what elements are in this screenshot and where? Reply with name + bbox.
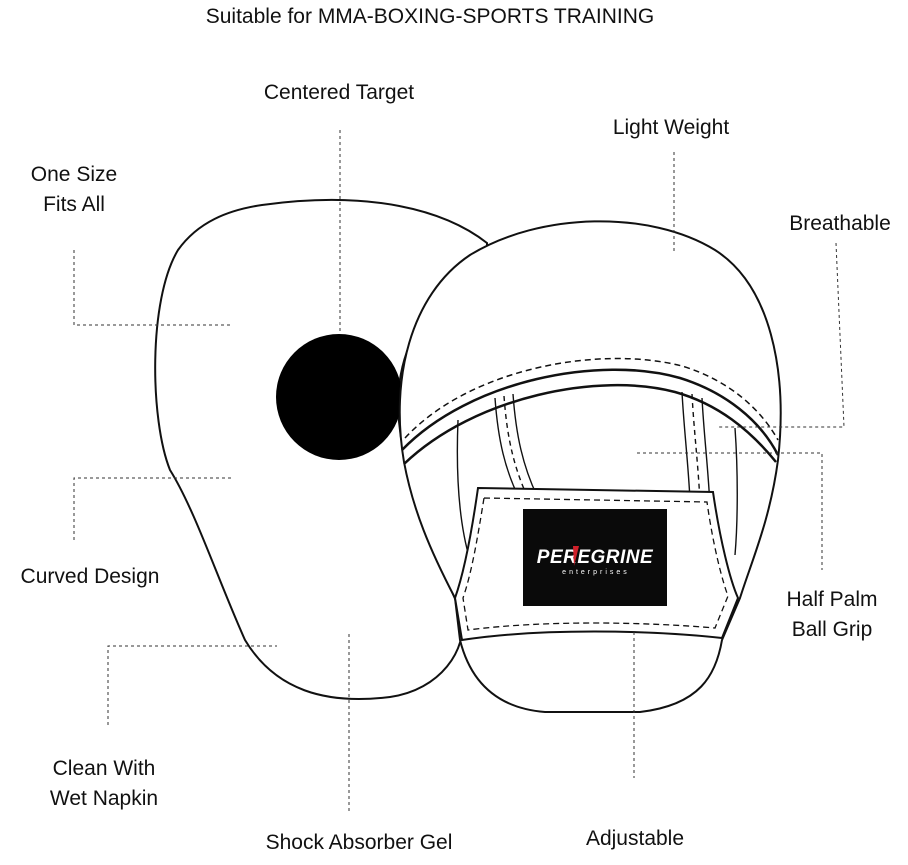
label-breathable: Breathable	[789, 212, 891, 235]
label-light-weight: Light Weight	[612, 116, 730, 139]
label-line: Wet Napkin	[49, 787, 159, 810]
label-half-palm-ball-grip: Half Palm Ball Grip	[752, 585, 908, 645]
logo-accent-mark	[573, 546, 579, 566]
label-line: Half Palm	[786, 588, 878, 611]
page-title: Suitable for MMA-BOXING-SPORTS TRAINING	[205, 5, 655, 28]
label-shock-absorber-gel: Shock Absorber Gel	[265, 831, 453, 854]
palm-stitching-right	[681, 391, 691, 501]
label-clean-with-wet-napkin: Clean With Wet Napkin	[14, 754, 194, 814]
label-line: Clean With	[52, 757, 156, 780]
label-line: Ball Grip	[791, 618, 873, 641]
logo-wordmark: PEREGRINE	[537, 547, 654, 568]
logo-subtext: enterprises	[562, 569, 630, 576]
centered-target	[276, 334, 402, 460]
label-curved-design: Curved Design	[20, 565, 160, 588]
label-one-size-fits-all: One Size Fits All	[0, 160, 148, 220]
label-line: One Size	[30, 163, 118, 186]
leader-lines	[73, 130, 845, 812]
label-centered-target: Centered Target	[263, 81, 415, 104]
label-line: Fits All	[43, 193, 105, 216]
label-adjustable: Adjustable	[585, 827, 685, 850]
cuff-band	[401, 368, 780, 456]
logo-box	[523, 509, 667, 606]
